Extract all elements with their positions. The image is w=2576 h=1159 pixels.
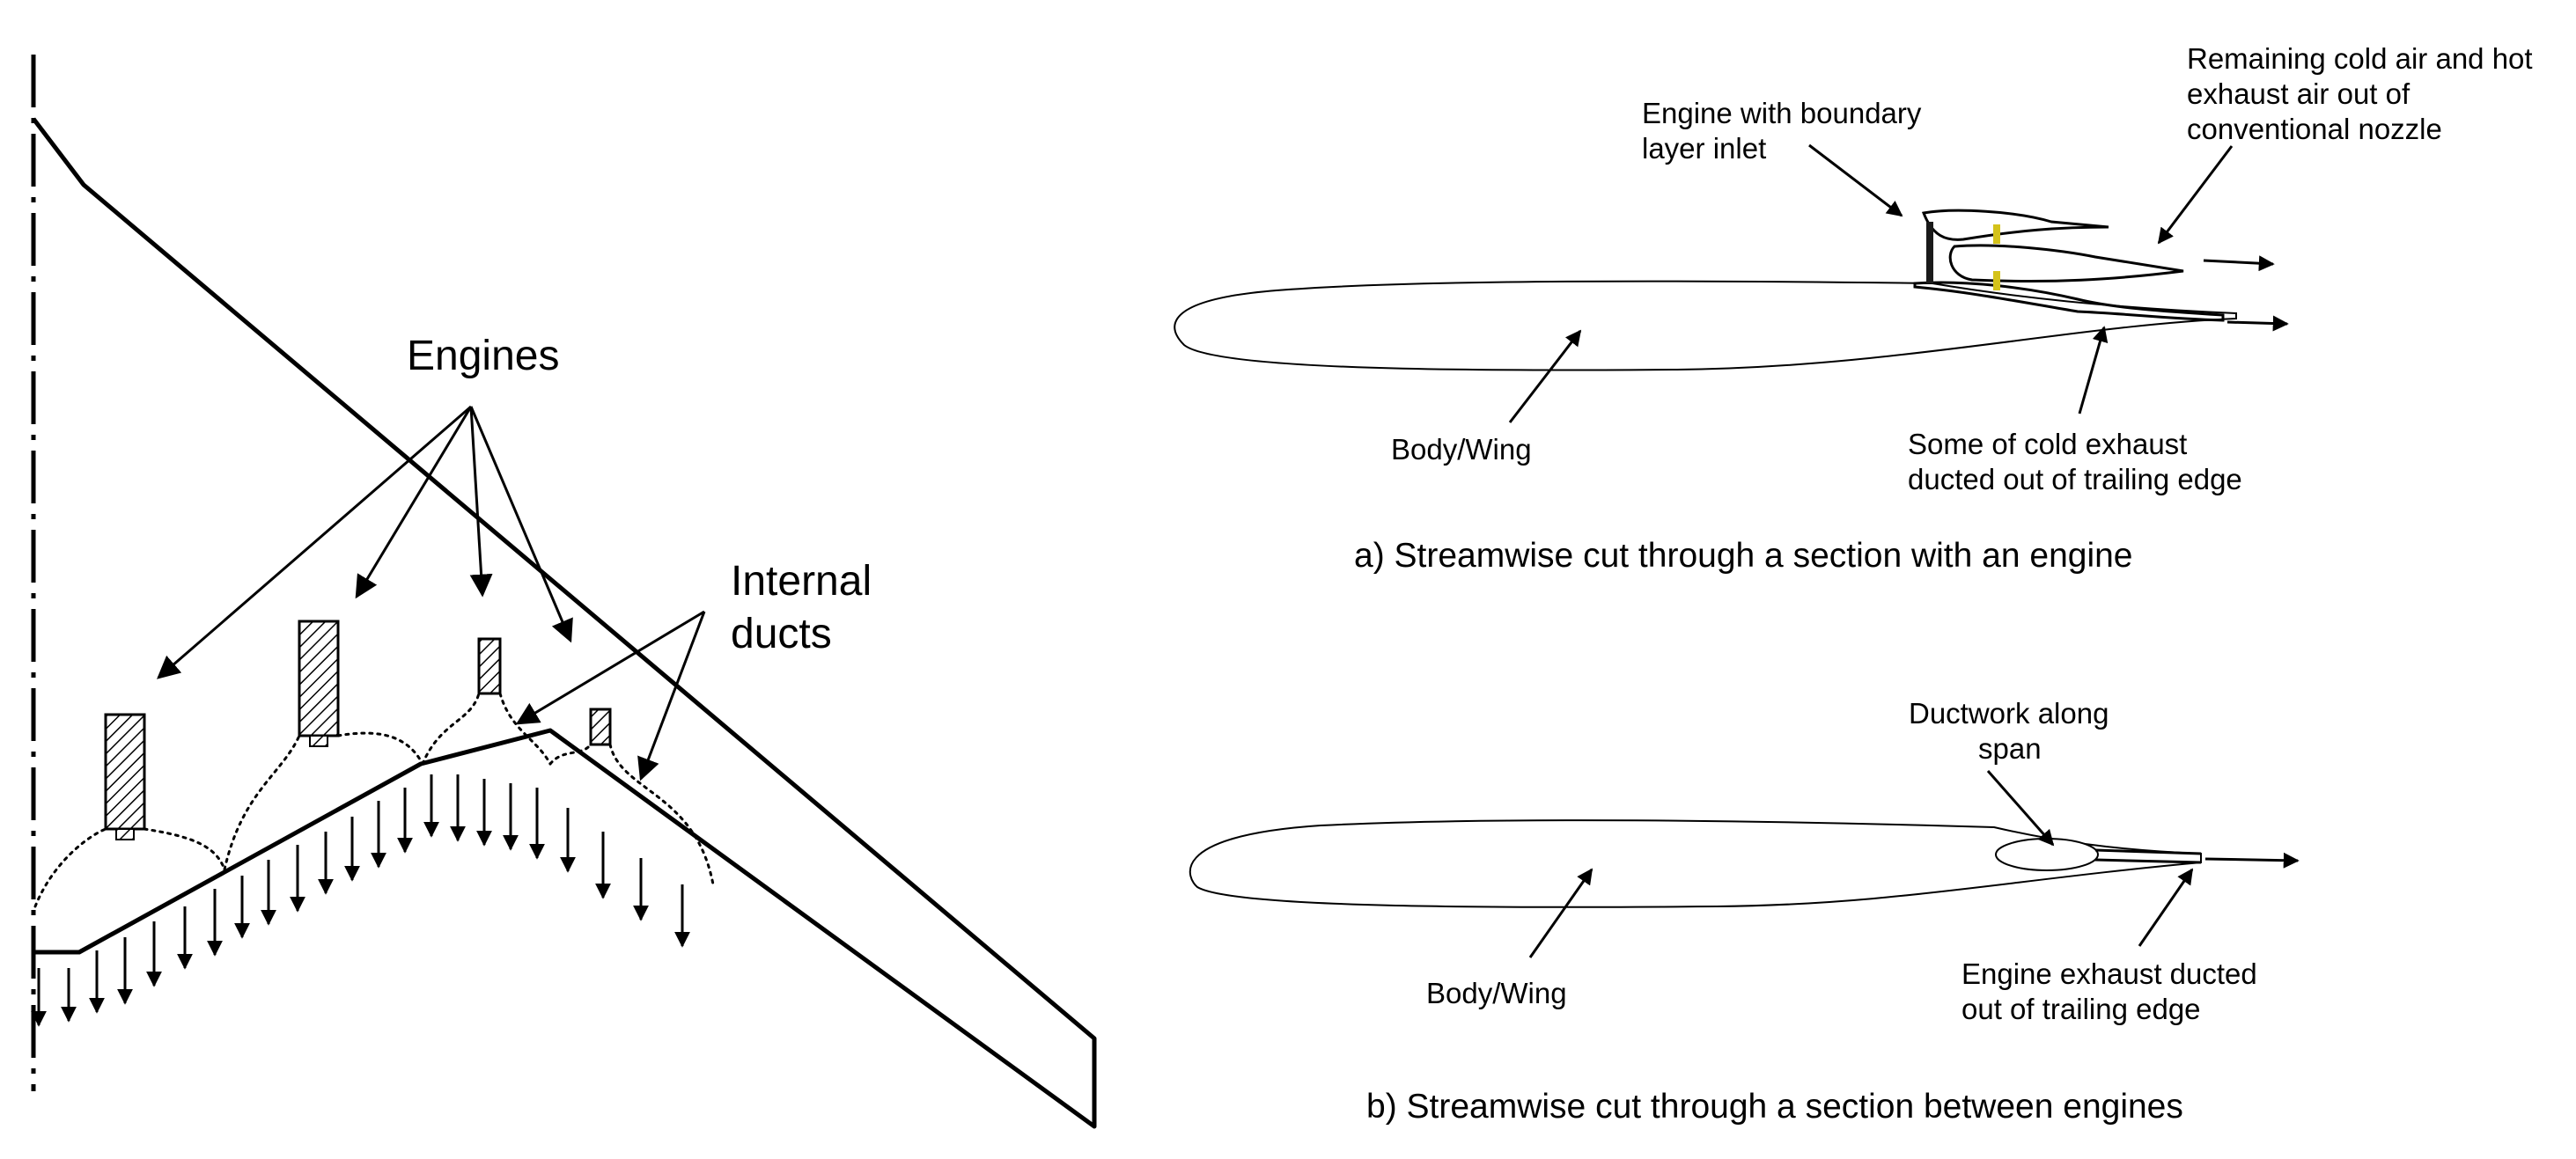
section-a-engine — [1913, 209, 2225, 322]
ductwork-label-line2: span — [1978, 732, 2042, 765]
section-a-airfoil — [1174, 280, 2237, 371]
section-b-caption: b) Streamwise cut through a section betw… — [1366, 1088, 2183, 1126]
trailing-edge-flow-arrows — [31, 774, 690, 1027]
engine-boundary-inlet-label-line1: Engine with boundary — [1642, 97, 1922, 129]
section-b-body-label: Body/Wing — [1426, 977, 1567, 1009]
section-a-diagram: Engine with boundary layer inlet Remaini… — [1174, 42, 2533, 575]
engine-exhaust-label-line1: Engine exhaust ducted — [1961, 957, 2257, 990]
ductwork-label-line1: Ductwork along — [1909, 697, 2109, 730]
nozzle-label-line3: conventional nozzle — [2187, 113, 2442, 145]
section-b-diagram: Ductwork along span Body/Wing Engine exh… — [1189, 697, 2300, 1126]
trailing-edge-exhaust-arrow — [2226, 315, 2289, 332]
engine-3 — [477, 637, 502, 695]
engines-label: Engines — [407, 333, 559, 379]
section-a-caption: a) Streamwise cut through a section with… — [1354, 537, 2133, 575]
nozzle-label-line2: exhaust air out of — [2187, 77, 2410, 110]
internal-ducts-leader-arrows — [515, 610, 706, 781]
internal-ducts — [33, 692, 715, 908]
nozzle-exhaust-arrow — [2203, 255, 2275, 272]
engine-2 — [298, 620, 340, 747]
engine-1 — [104, 713, 146, 840]
wing-outline — [32, 117, 1097, 1129]
cold-exhaust-label-line2: ducted out of trailing edge — [1908, 463, 2242, 495]
section-b-exhaust-arrow — [2204, 852, 2300, 869]
section-a-body-label: Body/Wing — [1391, 433, 1532, 466]
engine-boundary-inlet-label-line2: layer inlet — [1642, 132, 1766, 165]
engines-leader-arrows — [157, 405, 573, 679]
nozzle-label-line1: Remaining cold air and hot — [2187, 42, 2533, 75]
planform-diagram: Engines Internal ducts — [31, 55, 1097, 1129]
spanwise-ductwork — [1995, 838, 2099, 871]
internal-ducts-label-line2: ducts — [731, 611, 832, 657]
internal-ducts-label-line1: Internal — [731, 558, 872, 605]
engine-exhaust-label-line2: out of trailing edge — [1961, 993, 2201, 1025]
cold-exhaust-label-line1: Some of cold exhaust — [1908, 428, 2187, 460]
engine-4 — [589, 708, 612, 746]
